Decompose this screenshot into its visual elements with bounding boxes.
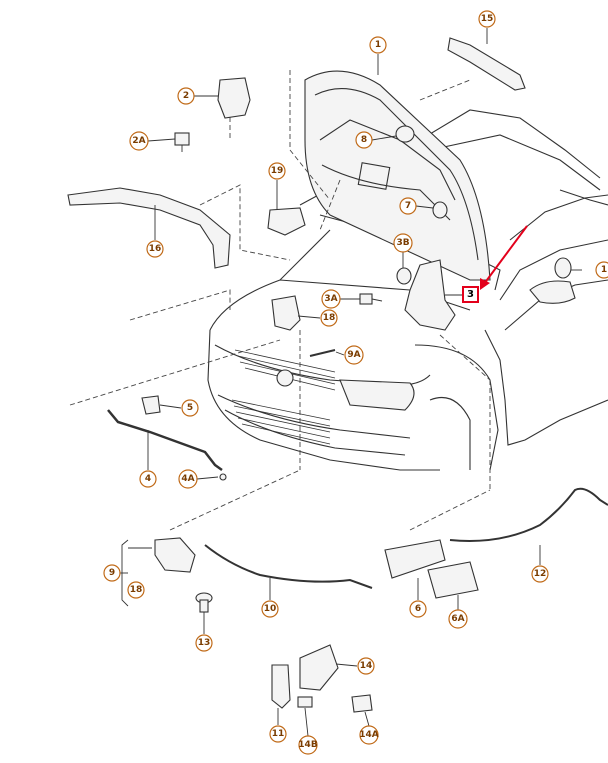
- callout-label: 1: [601, 265, 607, 275]
- callout-label: 7: [405, 201, 411, 211]
- rod-4: [107, 409, 223, 472]
- callouts: 1 1 2 2A 3 3A 3B 4 4A 5 6 6A 7 8 9 9A 10…: [103, 10, 608, 755]
- callout-label: 1: [375, 40, 381, 50]
- callout-9a: 9A: [344, 345, 364, 365]
- callout-2a: 2A: [129, 131, 149, 151]
- callout-label: 4: [145, 474, 151, 484]
- callout-label: 19: [271, 166, 284, 176]
- seal-strip: [447, 37, 526, 91]
- headlight: [339, 379, 415, 411]
- callout-1-side: 1: [595, 261, 608, 279]
- lock-9: [154, 537, 196, 573]
- cover-6a: [427, 561, 479, 599]
- callout-1: 1: [369, 36, 387, 54]
- callout-label: 9A: [347, 350, 360, 360]
- bolt-13: [195, 592, 213, 613]
- callout-14b: 14B: [298, 735, 318, 755]
- callout-12: 12: [531, 565, 549, 583]
- callout-3b: 3B: [393, 233, 413, 253]
- buffer-7: [432, 201, 448, 219]
- callout-18-lower: 18: [127, 581, 145, 599]
- callout-label: 15: [481, 14, 494, 24]
- callout-label: 14A: [359, 730, 379, 740]
- callout-15: 15: [478, 10, 496, 28]
- callout-6a: 6A: [448, 609, 468, 629]
- screw-14b: [297, 696, 313, 708]
- grille: [231, 349, 336, 445]
- callout-4a: 4A: [178, 469, 198, 489]
- clip-4a: [219, 473, 227, 481]
- callout-14a: 14A: [359, 725, 379, 745]
- handle-11: [271, 664, 291, 709]
- buffer-8: [395, 125, 415, 143]
- callout-8: 8: [355, 131, 373, 149]
- callout-3-highlighted: 3: [462, 286, 479, 303]
- buffer-3b: [396, 267, 412, 285]
- callout-14: 14: [357, 657, 375, 675]
- callout-label: 8: [361, 135, 367, 145]
- bolt-9a: [309, 349, 336, 357]
- callout-label: 13: [198, 638, 211, 648]
- callout-label: 14B: [298, 740, 318, 750]
- bolt-3a: [359, 293, 383, 305]
- hinge: [217, 77, 251, 119]
- callout-9: 9: [103, 564, 121, 582]
- callout-label: 5: [187, 403, 193, 413]
- callout-label: 2A: [132, 136, 145, 146]
- callout-leaders: [120, 28, 582, 737]
- callout-3a: 3A: [321, 289, 341, 309]
- callout-16: 16: [146, 240, 164, 258]
- callout-5: 5: [181, 399, 199, 417]
- callout-label: 16: [149, 244, 162, 254]
- cable-12: [449, 487, 608, 542]
- callout-11: 11: [269, 725, 287, 743]
- car-body: [207, 109, 608, 471]
- callout-label: 12: [534, 569, 547, 579]
- callout-label: 6: [415, 604, 421, 614]
- seal-16: [67, 187, 231, 269]
- callout-label: 4A: [181, 474, 194, 484]
- dashed-leaders: [69, 70, 491, 531]
- lock-bracket-3: [404, 259, 456, 331]
- callout-6: 6: [409, 600, 427, 618]
- callout-label: 14: [360, 661, 373, 671]
- highlight-arrow: [480, 225, 528, 290]
- callout-7: 7: [399, 197, 417, 215]
- callout-label: 18: [323, 313, 336, 323]
- callout-label: 10: [264, 604, 277, 614]
- bolt-2a: [174, 132, 190, 152]
- bracket-14: [299, 644, 339, 691]
- callout-label: 18: [130, 585, 143, 595]
- callout-10: 10: [261, 600, 279, 618]
- callout-19: 19: [268, 162, 286, 180]
- callout-4: 4: [139, 470, 157, 488]
- callout-2: 2: [177, 87, 195, 105]
- callout-18: 18: [320, 309, 338, 327]
- lock-18: [271, 295, 301, 331]
- callout-label: 9: [109, 568, 115, 578]
- clip-5: [141, 395, 161, 415]
- nut-14a: [351, 694, 373, 713]
- callout-label: 6A: [451, 614, 464, 624]
- bracket-19: [267, 207, 306, 236]
- mirror: [529, 280, 576, 304]
- callout-label: 2: [183, 91, 189, 101]
- callout-label: 11: [272, 729, 285, 739]
- callout-label: 3B: [396, 238, 409, 248]
- cable-10: [204, 544, 373, 589]
- callout-label: 3A: [324, 294, 337, 304]
- callout-label: 3: [467, 289, 474, 300]
- handle-6: [384, 539, 446, 579]
- callout-13: 13: [195, 634, 213, 652]
- vw-badge: [276, 369, 294, 387]
- hood: [304, 70, 491, 281]
- buffer-1: [554, 257, 572, 279]
